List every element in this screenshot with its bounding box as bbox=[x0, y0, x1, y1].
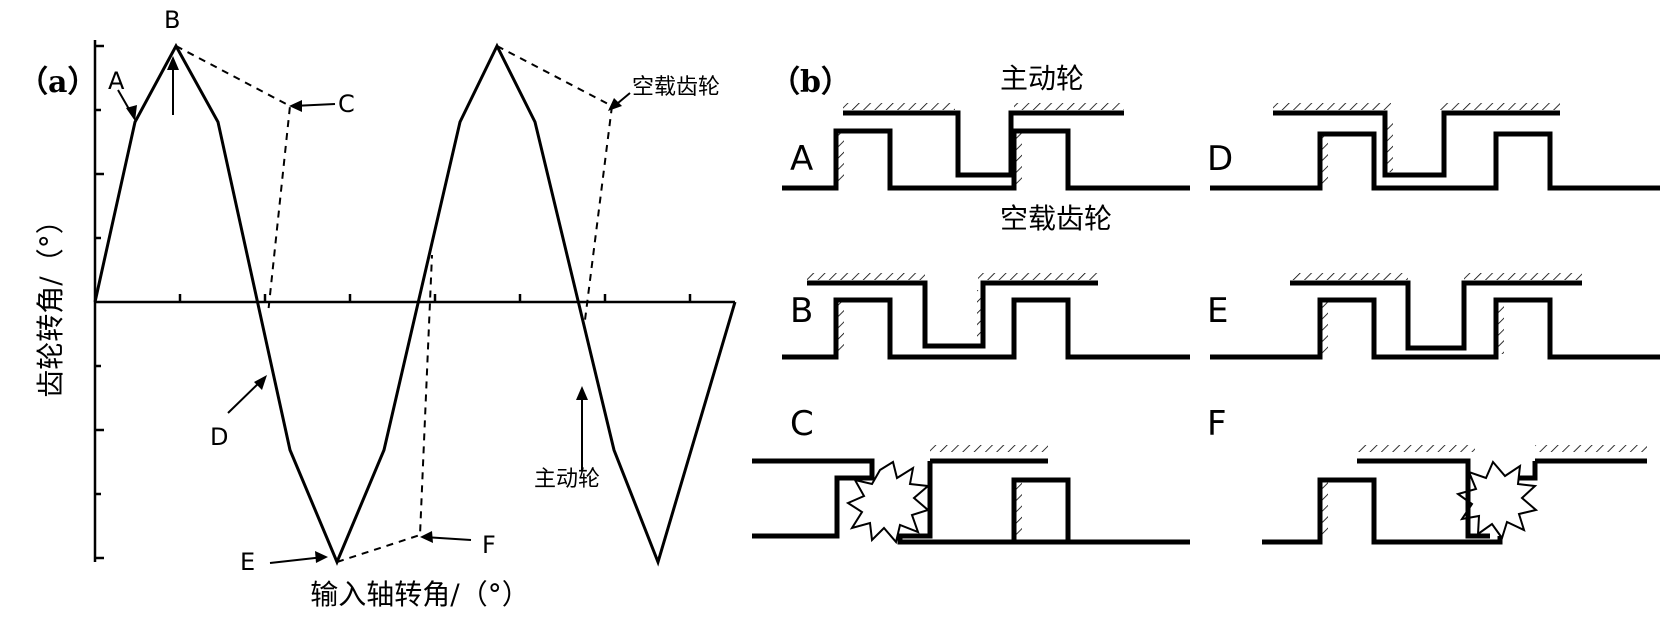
collision-burst-icon bbox=[845, 460, 931, 545]
panel-a-tag: （a） bbox=[18, 65, 97, 100]
driver-gear-label-a: 主动轮 bbox=[534, 467, 600, 492]
panel-a: （a） bbox=[18, 6, 737, 611]
arrow-heads bbox=[126, 56, 622, 563]
axes bbox=[93, 40, 735, 562]
point-label-a: A bbox=[108, 67, 125, 95]
mesh-state-f bbox=[1262, 445, 1647, 545]
idler-gear-label-b: 空载齿轮 bbox=[1000, 202, 1112, 235]
point-label-f: F bbox=[482, 531, 496, 559]
mesh-state-c bbox=[752, 445, 1190, 545]
x-axis-title: 输入轴转角/（°） bbox=[310, 578, 529, 611]
y-axis-title: 齿轮转角/（°） bbox=[34, 206, 67, 397]
panel-b-tag: （b） bbox=[770, 65, 851, 100]
mesh-state-e bbox=[1210, 273, 1660, 360]
point-label-d: D bbox=[210, 423, 228, 451]
driver-gear-label-b: 主动轮 bbox=[1000, 62, 1084, 95]
mesh-state-b bbox=[782, 273, 1190, 360]
mesh-state-a bbox=[782, 103, 1190, 191]
driver-gear-curve bbox=[93, 42, 737, 567]
point-label-e: E bbox=[240, 548, 255, 576]
point-label-c: C bbox=[338, 90, 355, 118]
state-label-a: A bbox=[790, 139, 813, 179]
state-label-d: D bbox=[1207, 139, 1233, 179]
state-label-f: F bbox=[1207, 404, 1227, 444]
point-label-b: B bbox=[164, 6, 180, 34]
idler-gear-label-a: 空载齿轮 bbox=[632, 75, 720, 100]
panel-b: （b） 主动轮 空载齿轮 A B C D E F bbox=[752, 62, 1660, 545]
arrow-e bbox=[269, 556, 325, 564]
idler-gear-curve bbox=[175, 45, 614, 563]
mesh-state-d bbox=[1210, 103, 1660, 191]
state-label-b: B bbox=[790, 291, 813, 331]
collision-burst-icon bbox=[1455, 460, 1539, 541]
state-label-e: E bbox=[1207, 291, 1228, 331]
state-label-c: C bbox=[790, 404, 814, 444]
